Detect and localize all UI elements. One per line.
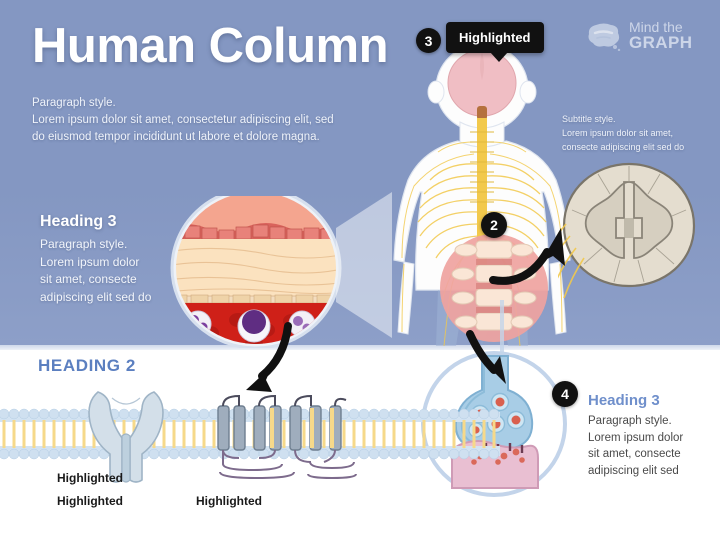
- bottom-section-heading: HEADING 2: [38, 356, 136, 375]
- label-ion-channel-1: Highlighted: [57, 471, 123, 485]
- left-line-4: adipiscing elit sed do: [40, 289, 152, 304]
- right-section-paragraph: Paragraph style. Lorem ipsum dolor sit a…: [588, 413, 712, 479]
- highlighted-tooltip[interactable]: Highlighted: [446, 22, 544, 62]
- logo-line-1: Mind the: [629, 19, 683, 35]
- arrow-to-cross-section: [489, 228, 565, 285]
- intro-paragraph: Paragraph style. Lorem ipsum dolor sit a…: [32, 95, 392, 146]
- ion-channel-protein: [88, 391, 164, 483]
- left-section-paragraph: Paragraph style. Lorem ipsum dolor sit a…: [40, 236, 190, 306]
- label-receptor: Highlighted: [196, 494, 262, 508]
- badge-3[interactable]: 3: [416, 28, 441, 53]
- transmembrane-receptor-protein: [217, 394, 357, 480]
- arrow-to-membrane-right: [466, 330, 506, 384]
- subtitle-line-3: consecte adipiscing elit sed do: [562, 142, 685, 152]
- lipid-bilayer-membrane: [0, 408, 500, 460]
- closeup-connector-left: [336, 192, 392, 338]
- spinal-cord-cross-section: [558, 162, 696, 298]
- right-line-2: Lorem ipsum dolor: [588, 431, 684, 444]
- subtitle-line-1: Subtitle style.: [562, 114, 616, 124]
- subtitle-line-2: Lorem ipsum dolor sit amet,: [562, 128, 674, 138]
- logo-line-2: GRAPH: [629, 33, 693, 53]
- logo-text: Mind the GRAPH: [629, 20, 692, 52]
- left-line-3: sit amet, consecte: [40, 272, 137, 286]
- mind-the-graph-logo[interactable]: Mind the GRAPH: [586, 20, 692, 52]
- page-title: Human Column: [32, 19, 389, 73]
- right-line-4: adipiscing elit sed: [588, 464, 679, 477]
- intro-line-1: Paragraph style.: [32, 97, 116, 109]
- arrow-to-membrane-left: [246, 322, 292, 392]
- right-line-3: sit amet, consecte: [588, 448, 681, 460]
- section-divider: [0, 345, 720, 350]
- brain-icon: [588, 23, 621, 51]
- left-section-heading: Heading 3: [40, 213, 117, 230]
- right-line-1: Paragraph style.: [588, 415, 672, 427]
- tissue-closeup-circle: [170, 196, 342, 348]
- label-ion-channel-2: Highlighted: [57, 494, 123, 508]
- left-line-2: Lorem ipsum dolor: [40, 254, 140, 269]
- intro-line-2: Lorem ipsum dolor sit amet, consectetur …: [32, 114, 334, 126]
- vertebra-closeup-circle: [440, 234, 548, 342]
- badge-2[interactable]: 2: [481, 212, 507, 238]
- subtitle-paragraph: Subtitle style. Lorem ipsum dolor sit am…: [562, 112, 712, 154]
- synapse-connector: [500, 300, 504, 354]
- badge-4[interactable]: 4: [552, 381, 578, 407]
- intro-line-3: do eiusmod tempor incididunt ut labore e…: [32, 131, 320, 143]
- left-line-1: Paragraph style.: [40, 237, 128, 251]
- right-section-heading: Heading 3: [588, 392, 660, 409]
